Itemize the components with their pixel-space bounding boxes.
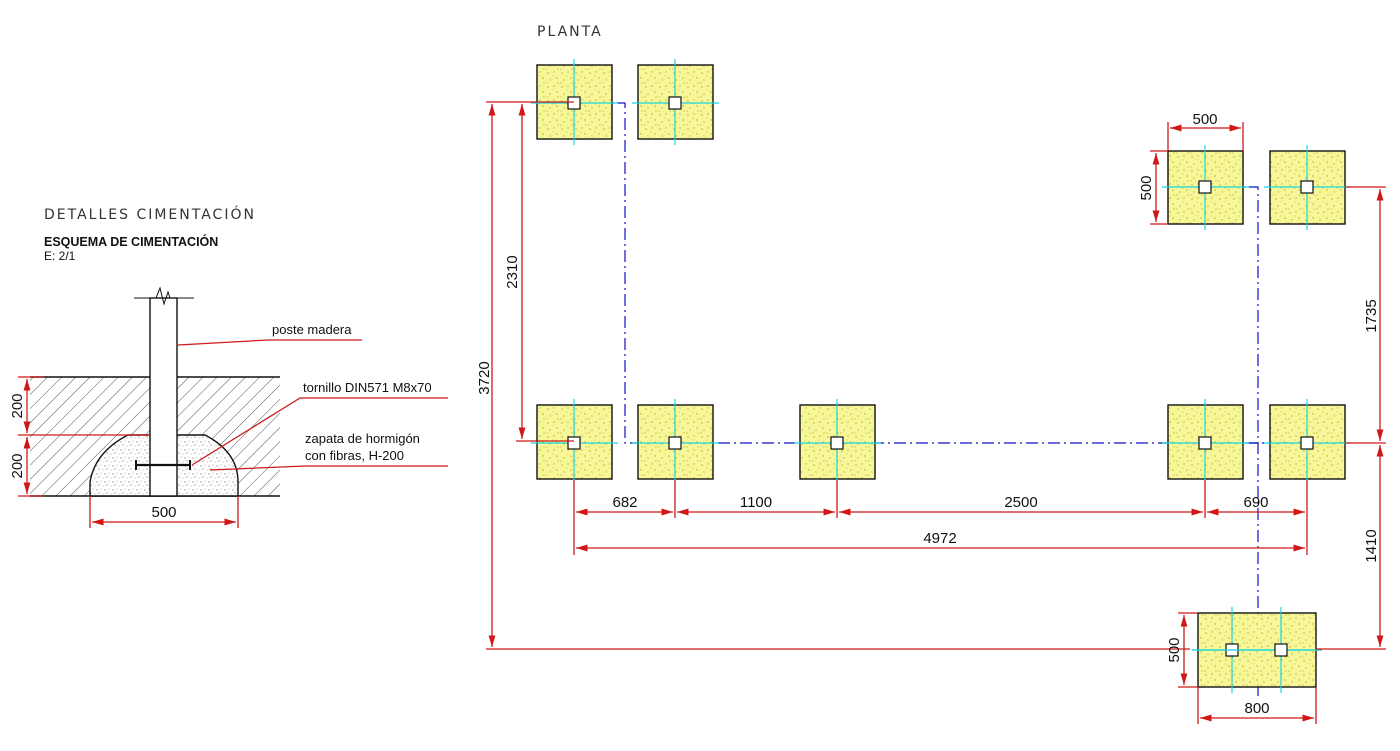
wood-post bbox=[149, 297, 178, 497]
dim-left-inner: 2310 bbox=[504, 255, 521, 288]
label-bolt: tornillo DIN571 M8x70 bbox=[303, 380, 432, 395]
footing-pad-bottom bbox=[1192, 607, 1322, 693]
detail-scale: E: 2/1 bbox=[44, 249, 76, 263]
dim-top-width: 500 bbox=[1192, 111, 1217, 128]
detail-heading: DETALLES CIMENTACIÓN bbox=[44, 205, 256, 223]
post-square bbox=[1274, 643, 1288, 657]
label-footing-line1: zapata de hormigón bbox=[305, 431, 420, 446]
detail-subheading: ESQUEMA DE CIMENTACIÓN bbox=[44, 234, 218, 249]
footing-pad-top-right-1 bbox=[1162, 145, 1249, 230]
dim-width: 500 bbox=[151, 504, 176, 521]
foundation-plan: PLANTA 2310 3720 500 500 1735 1 bbox=[476, 24, 1386, 724]
footing-pad-row-1 bbox=[531, 399, 618, 485]
dim-top-height: 500 bbox=[1138, 175, 1155, 200]
dim-span-3: 2500 bbox=[1004, 494, 1037, 511]
dim-span-1: 682 bbox=[612, 494, 637, 511]
post-square bbox=[668, 436, 682, 450]
dim-total: 4972 bbox=[923, 530, 956, 547]
footing-pad-row-2 bbox=[632, 399, 719, 485]
post-square bbox=[567, 96, 581, 110]
dim-left-outer: 3720 bbox=[476, 361, 493, 394]
post-square bbox=[1300, 180, 1314, 194]
footing-pad-row-4 bbox=[1162, 399, 1249, 485]
post-square bbox=[1198, 180, 1212, 194]
post-square bbox=[567, 436, 581, 450]
leader-post bbox=[177, 339, 362, 346]
dim-span-4: 690 bbox=[1243, 494, 1268, 511]
post-break-symbol bbox=[134, 286, 194, 306]
footing-pads bbox=[531, 59, 1351, 693]
dim-right-lower: 1410 bbox=[1363, 529, 1380, 562]
post-square bbox=[830, 436, 844, 450]
dim-depth-top: 200 bbox=[9, 393, 26, 418]
label-post: poste madera bbox=[272, 322, 352, 337]
plan-heading: PLANTA bbox=[537, 24, 603, 40]
post-square bbox=[668, 96, 682, 110]
footing-pad-row-5 bbox=[1264, 399, 1351, 485]
footing-pad-row-3 bbox=[794, 399, 881, 485]
foundation-detail: DETALLES CIMENTACIÓN ESQUEMA DE CIMENTAC… bbox=[9, 205, 448, 528]
dim-right-upper: 1735 bbox=[1363, 299, 1380, 332]
dim-depth-bottom: 200 bbox=[9, 453, 26, 478]
post-square bbox=[1198, 436, 1212, 450]
footing-pad-top-left-2 bbox=[632, 59, 719, 145]
leader-bolt bbox=[191, 397, 448, 466]
post-square bbox=[1300, 436, 1314, 450]
label-footing-line2: con fibras, H-200 bbox=[305, 448, 404, 463]
leader-footing bbox=[209, 465, 448, 471]
dim-bottom-width: 800 bbox=[1244, 700, 1269, 717]
footing-pad-top-right-2 bbox=[1264, 145, 1351, 230]
dim-span-2: 1100 bbox=[740, 494, 772, 511]
dim-bottom-height: 500 bbox=[1166, 637, 1183, 662]
